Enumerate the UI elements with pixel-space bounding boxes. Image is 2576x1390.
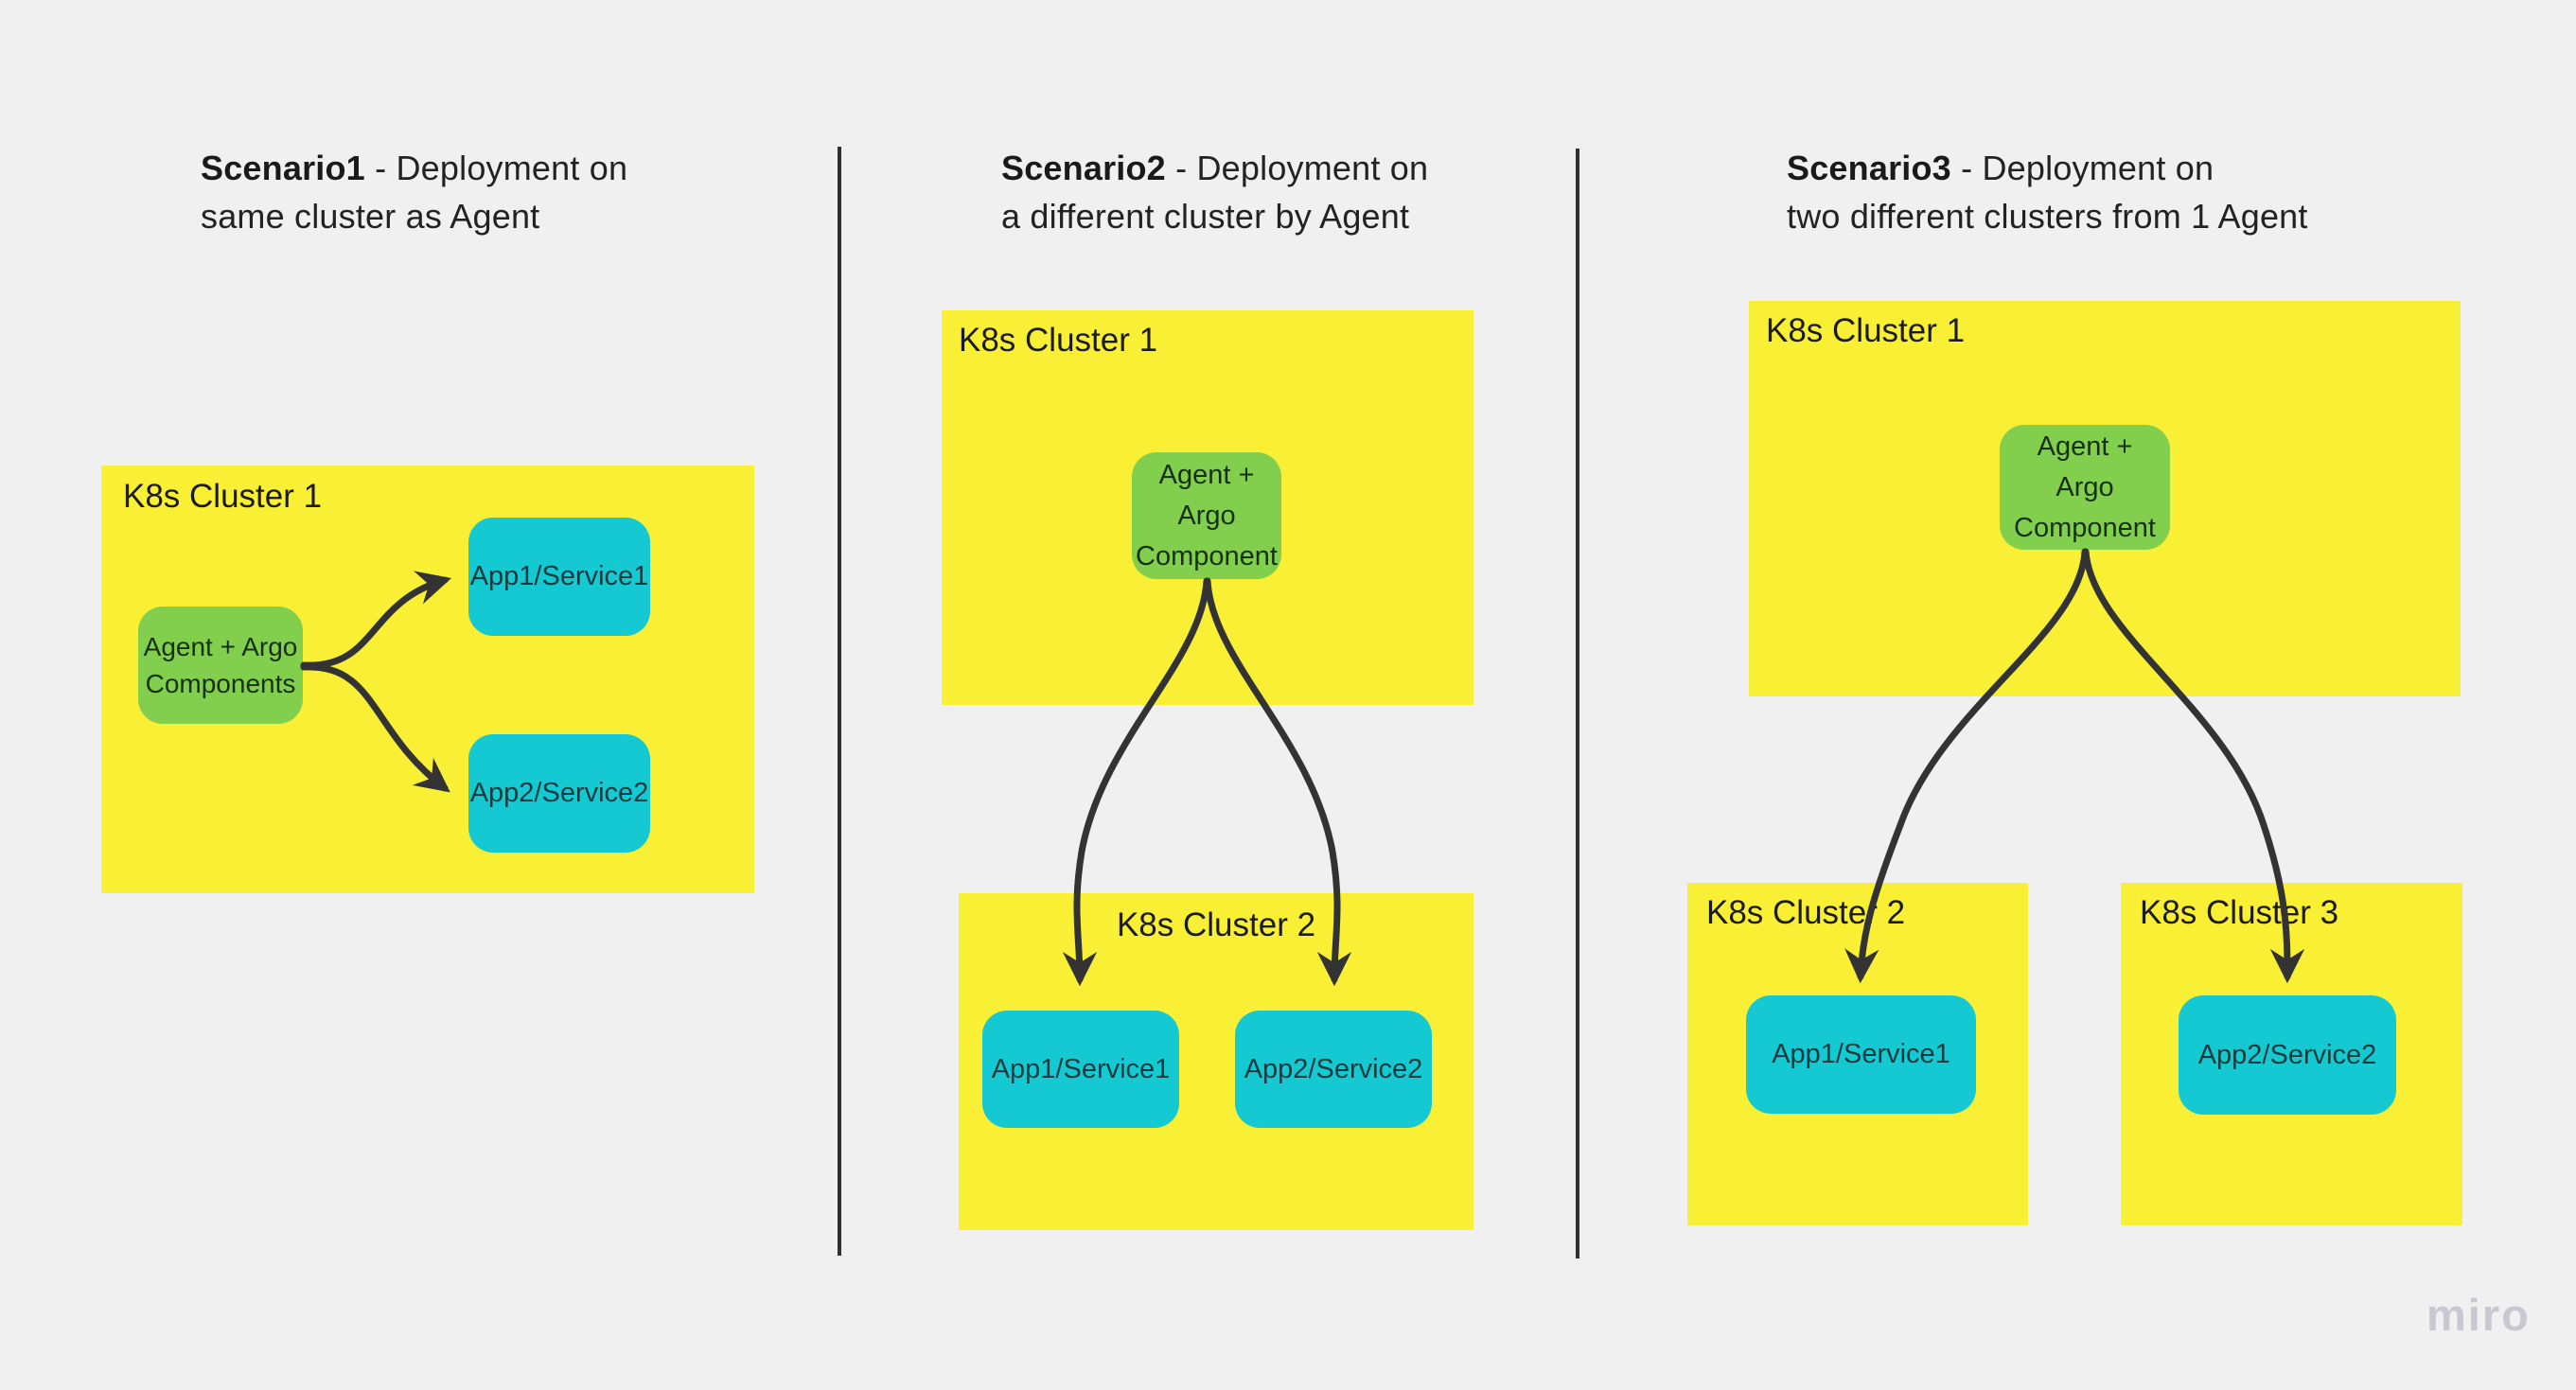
scenario2-title-line2: a different cluster by Agent: [1001, 197, 1410, 236]
scenario3-agent-node[interactable]: Agent + Argo Component: [2000, 425, 2170, 550]
scenario3-cluster3-label: K8s Cluster 3: [2140, 894, 2339, 931]
scenario2-cluster1-label: K8s Cluster 1: [959, 322, 1158, 359]
scenario2-app2-node[interactable]: App2/Service2: [1235, 1011, 1432, 1128]
scenario2-app1-label: App1/Service1: [991, 1053, 1171, 1084]
scenario2-title: Scenario2 - Deployment on a different cl…: [1001, 144, 1428, 240]
scenario3-cluster1-label: K8s Cluster 1: [1766, 312, 1966, 349]
scenario1-cluster1-label: K8s Cluster 1: [123, 478, 323, 515]
scenario3-app1-label: App1/Service1: [1772, 1039, 1950, 1069]
miro-watermark: miro: [2426, 1290, 2531, 1340]
scenario1-agent-node[interactable]: Agent + Argo Components: [138, 607, 303, 724]
scenario2-title-rest: - Deployment on: [1165, 149, 1429, 187]
scenario1-title-rest: - Deployment on: [364, 149, 628, 187]
scenario3-agent-label: Agent + Argo Component: [2014, 431, 2156, 543]
scenario2-agent-label: Agent + Argo Component: [1136, 459, 1278, 572]
scenario3-title-line2: two different clusters from 1 Agent: [1787, 197, 2308, 236]
scenario2-cluster2-label: K8s Cluster 2: [1116, 906, 1316, 943]
scenario3-title-bold: Scenario3: [1787, 149, 1951, 187]
scenario1-agent-label: Agent + Argo Components: [143, 632, 298, 698]
scenario1-title-line2: same cluster as Agent: [201, 197, 540, 236]
scenario1-title: Scenario1 - Deployment on same cluster a…: [201, 144, 627, 240]
scenario3-app2-node[interactable]: App2/Service2: [2179, 995, 2396, 1115]
scenario3-title: Scenario3 - Deployment on two different …: [1787, 144, 2308, 240]
scenario3-title-rest: - Deployment on: [1950, 149, 2214, 187]
scenario2-app1-node[interactable]: App1/Service1: [982, 1011, 1179, 1128]
scenario2-agent-node[interactable]: Agent + Argo Component: [1132, 452, 1281, 579]
scenario3-cluster2-label: K8s Cluster 2: [1706, 894, 1906, 931]
scenario1-app2-label: App2/Service2: [469, 778, 649, 808]
scenario2-title-bold: Scenario2: [1001, 149, 1166, 187]
scenario1-app2-node[interactable]: App2/Service2: [468, 734, 650, 853]
scenario3-app1-node[interactable]: App1/Service1: [1746, 995, 1976, 1114]
scenario1-app1-label: App1/Service1: [469, 561, 649, 591]
scenario1-title-bold: Scenario1: [201, 149, 365, 187]
scenario1-app1-node[interactable]: App1/Service1: [468, 518, 650, 636]
scenario2-app2-label: App2/Service2: [1244, 1053, 1423, 1084]
scenario3-app2-label: App2/Service2: [2197, 1039, 2377, 1070]
